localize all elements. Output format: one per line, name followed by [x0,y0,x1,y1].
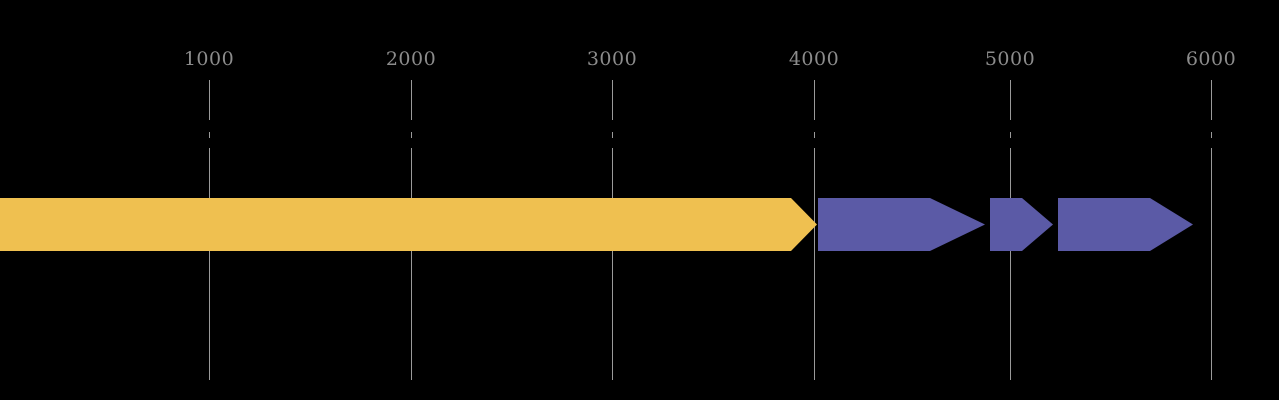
feature-4-shape [1058,198,1193,251]
tick-label-2000: 2000 [385,48,437,70]
feature-4[interactable] [1058,198,1193,251]
feature-3[interactable] [990,198,1053,251]
tick-label-5000: 5000 [984,48,1036,70]
tick-label-6000: 6000 [1185,48,1237,70]
feature-1[interactable] [0,198,817,251]
tick-label-4000: 4000 [788,48,840,70]
feature-2-shape [818,198,985,251]
tick-label-3000: 3000 [586,48,638,70]
tick-label-1000: 1000 [183,48,235,70]
gridline-6000 [1211,80,1212,380]
feature-1-shape [0,198,817,251]
feature-3-shape [990,198,1053,251]
feature-2[interactable] [818,198,985,251]
